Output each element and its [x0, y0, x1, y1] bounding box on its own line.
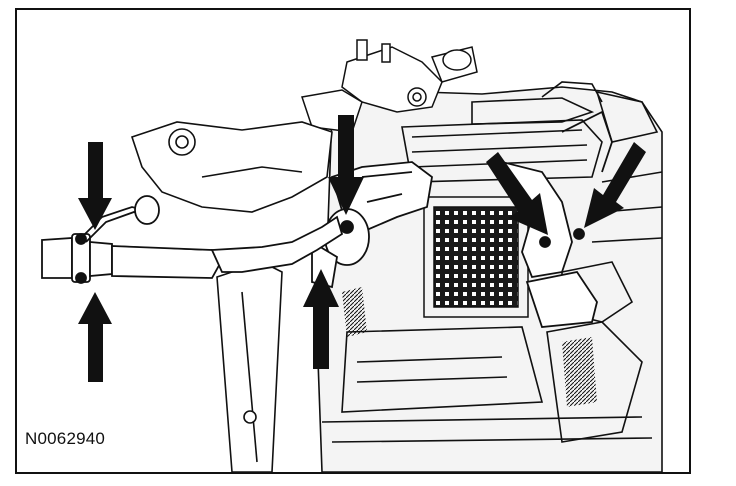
arrow-icon	[78, 142, 112, 230]
arrow-icon	[78, 292, 112, 382]
radiator-grille	[433, 206, 519, 308]
exhaust-pipe	[41, 195, 344, 284]
shadow-hatch	[562, 337, 597, 407]
arrow-icon	[584, 142, 646, 228]
arrow-icon	[486, 152, 548, 235]
shadow-hatch	[342, 287, 367, 337]
engine-illustration	[41, 39, 663, 472]
arrow-icon	[328, 115, 364, 215]
arrow-icon	[303, 269, 339, 369]
figure-id-label: N0062940	[25, 429, 106, 448]
upper-assembly	[301, 39, 478, 133]
illustration-frame	[15, 8, 691, 474]
subframe	[130, 121, 333, 472]
